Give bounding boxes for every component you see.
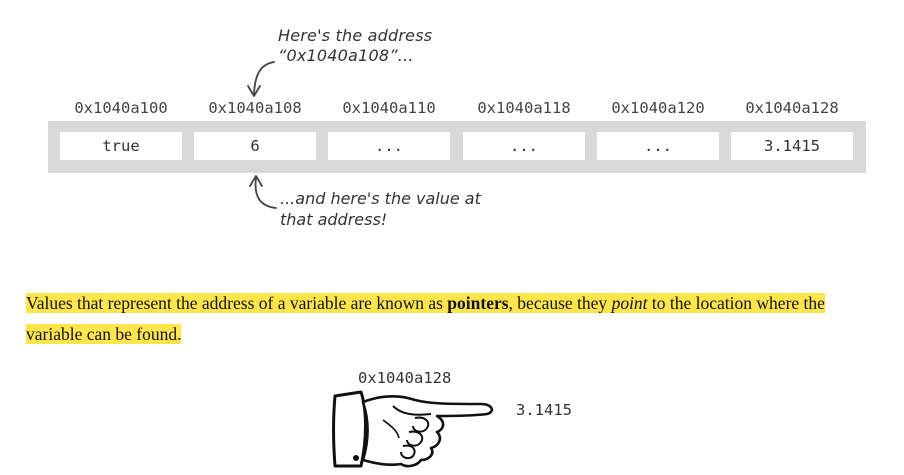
up-arrow-icon [249, 175, 277, 209]
down-arrow-icon [247, 61, 275, 97]
point-emphasis: point [611, 293, 648, 313]
pointer-definition-paragraph: Values that represent the address of a v… [26, 288, 876, 350]
address-annotation: Here's the address “0x1040a108”... [278, 26, 432, 66]
memory-cell: ... [463, 132, 585, 160]
address-label: 0x1040a100 [74, 99, 168, 117]
memory-cell: true [60, 132, 182, 160]
pointers-term: pointers [447, 293, 509, 313]
address-label: 0x1040a120 [611, 99, 705, 117]
address-label: 0x1040a110 [342, 99, 436, 117]
memory-cell: ... [328, 132, 450, 160]
paragraph-text: , because they [508, 293, 612, 313]
memory-strip: true 6 ... ... ... 3.1415 [48, 121, 866, 173]
memory-cell: ... [597, 132, 719, 160]
paragraph-text: to the location where the variable can b… [26, 293, 825, 344]
address-annotation-line2: “0x1040a108”... [278, 46, 414, 65]
value-annotation-line1: ...and here's the value at [280, 189, 481, 208]
address-label: 0x1040a108 [208, 99, 302, 117]
pointer-value: 3.1415 [516, 401, 572, 419]
value-annotation: ...and here's the value at that address! [280, 188, 481, 230]
memory-cell: 3.1415 [731, 132, 853, 160]
value-annotation-line2: that address! [280, 210, 388, 229]
address-annotation-line1: Here's the address [278, 26, 433, 45]
pointer-address: 0x1040a128 [358, 369, 452, 387]
address-label: 0x1040a128 [745, 99, 839, 117]
memory-cell: 6 [194, 132, 316, 160]
paragraph-text: Values that represent the address of a v… [26, 293, 448, 313]
address-label: 0x1040a118 [477, 99, 571, 117]
pointing-hand-icon [332, 390, 494, 468]
address-row: 0x1040a100 0x1040a108 0x1040a110 0x1040a… [48, 96, 866, 120]
